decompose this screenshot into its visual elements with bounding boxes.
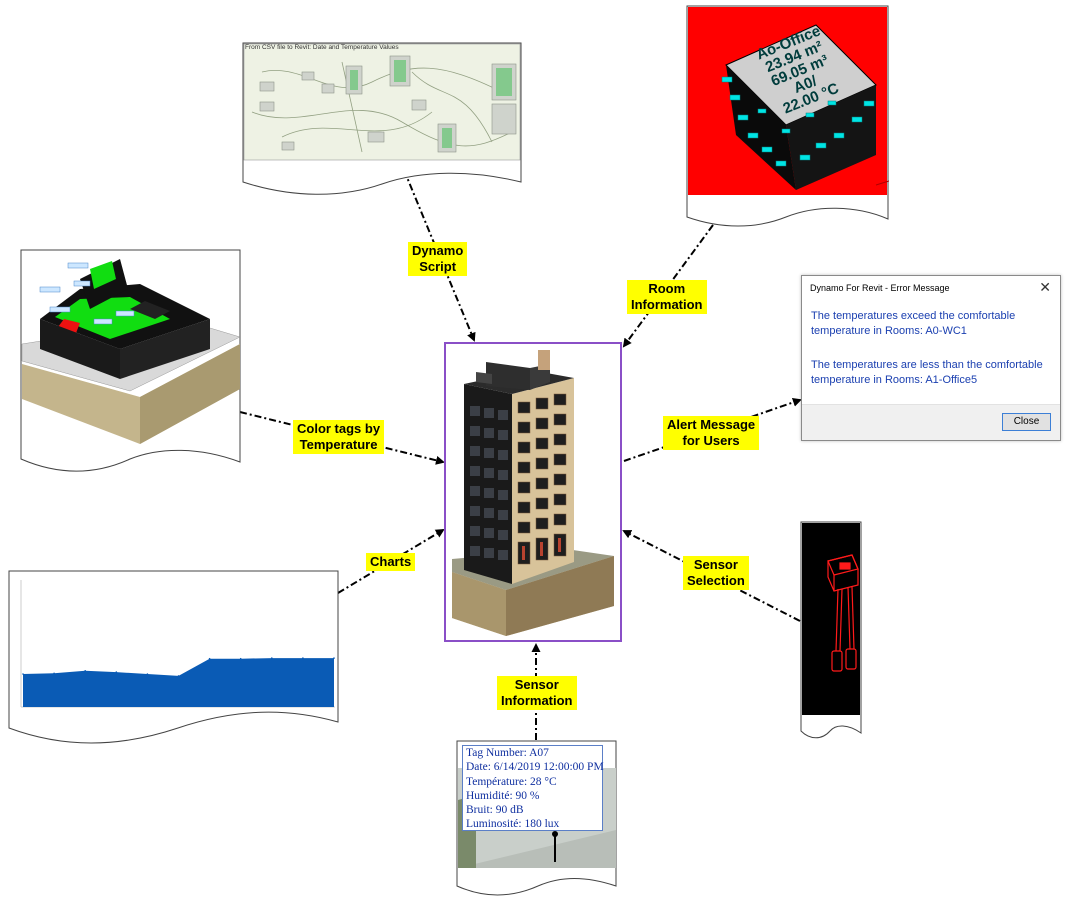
label-room-information: Room Information [627,280,707,314]
chart-data-point [302,657,304,659]
label-alert-message: Alert Message for Users [663,416,760,450]
label-sensor-information: Sensor Information [497,676,577,710]
chart-data-point [22,673,24,675]
label-charts: Charts [366,553,416,571]
chart-data-point [84,670,86,672]
room-information-card: Ao-Office 23.94 m² 69.05 m³ A0/ 22.00 °C [686,5,889,230]
chart-area-series [23,658,334,707]
sensor-tag-number: Tag Number: A07 [466,747,549,759]
chart-data-point [271,657,273,659]
sensor-info-card: Tag Number: A07 Date: 6/14/2019 12:00:00… [456,740,617,898]
sensor-selection-card [800,521,862,741]
label-sensor-selection: Sensor Selection [683,556,749,590]
chart-data-point [53,672,55,675]
dynamo-script-card: From CSV file to Revit: Date and Tempera… [242,42,522,199]
label-dynamo-script: Dynamo Script [408,242,468,276]
sensor-date: Date: 6/14/2019 12:00:00 PM [466,761,604,774]
chart-data-point [333,657,335,659]
sensor-noise: Bruit: 90 dB [466,804,524,817]
chart-data-point [177,675,180,677]
dialog-message-exceed: The temperatures exceed the comfortable … [811,310,1016,337]
connector-sensor-selection [622,530,801,622]
dialog-footer: Close [802,404,1060,440]
label-color-tags: Color tags by Temperature [293,420,385,454]
chart-data-point [208,657,211,660]
close-icon[interactable]: ✕ [1039,279,1051,295]
dialog-title: Dynamo For Revit - Error Message [810,283,950,293]
area-chart [20,580,335,708]
dynamo-script-title: From CSV file to Revit: Date and Tempera… [245,44,399,51]
close-button[interactable]: Close [1002,413,1051,431]
sensor-humidity: Humidité: 90 % [466,789,540,802]
sensor-temperature: Température: 28 °C [466,775,557,788]
chart-card [8,570,339,757]
chart-data-point [239,657,242,660]
color-tags-card [20,249,241,484]
chart-data-point [115,671,118,673]
sensor-selection-document [800,521,862,739]
chart-data-point [146,673,149,675]
dynamo-script-document [242,42,522,195]
dialog-message-less: The temperatures are less than the comfo… [811,359,1043,386]
room-information-document [686,5,889,227]
sensor-tag-box: Tag Number: A07 Date: 6/14/2019 12:00:00… [462,745,604,831]
connector-color-tags [239,411,445,465]
color-tags-document [20,249,241,472]
sensor-luminosity: Luminosité: 180 lux [466,818,560,831]
center-building-frame [444,342,622,642]
error-message-dialog: Dynamo For Revit - Error Message ✕ The t… [801,275,1061,441]
building-model [452,350,614,636]
